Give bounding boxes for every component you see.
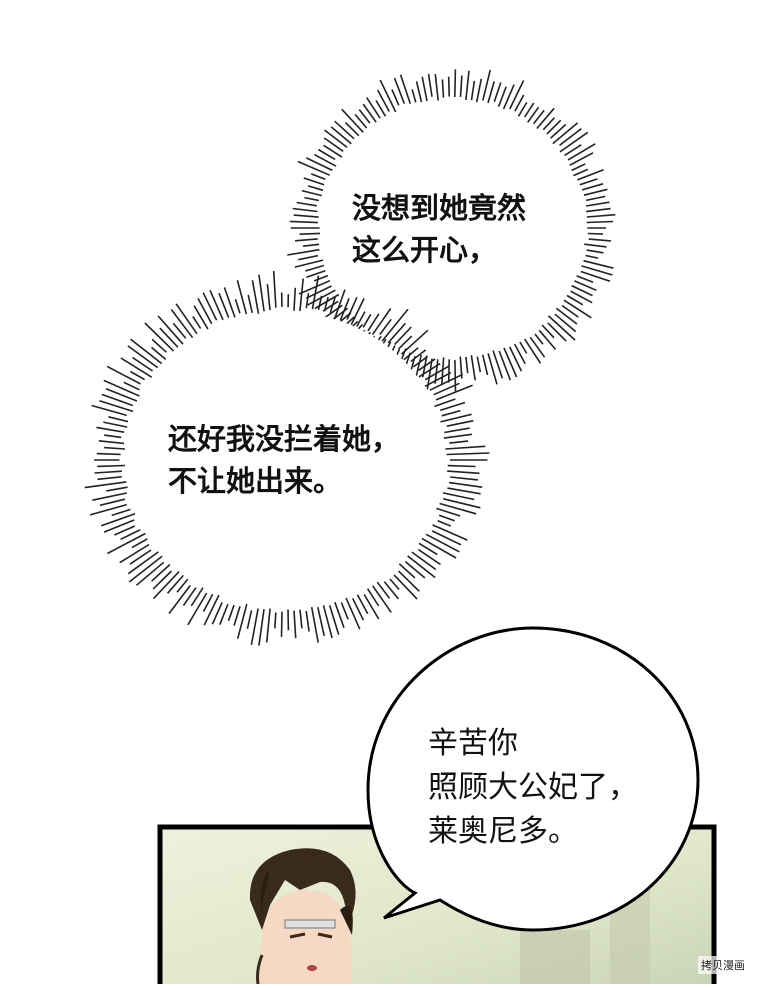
watermark: 拷贝漫画 (698, 956, 748, 974)
speech-line: 照顾大公妃了， (428, 770, 638, 805)
bubble-body (125, 312, 445, 608)
thought-bubble-left-text: 还好我没拦着她， 不让她出来。 (168, 418, 400, 502)
thought-line: 这么开心， (352, 233, 498, 267)
thought-line: 还好我没拦着她， (168, 422, 401, 456)
thought-bubble-top-text: 没想到她竟然 这么开心， (352, 187, 526, 271)
character-leonido (249, 848, 356, 985)
bubble-spikes (84, 270, 490, 646)
speech-line: 莱奥尼多。 (428, 814, 578, 849)
thought-bubble-left (84, 270, 490, 646)
speech-bubble (366, 626, 700, 932)
speech-line: 辛苦你 (428, 726, 518, 761)
bubble-body (320, 100, 584, 356)
speech-bubble-text: 辛苦你 照顾大公妃了， 莱奥尼多。 (428, 722, 638, 854)
thought-line: 没想到她竟然 (352, 191, 527, 225)
thought-line: 不让她出来。 (168, 464, 343, 498)
